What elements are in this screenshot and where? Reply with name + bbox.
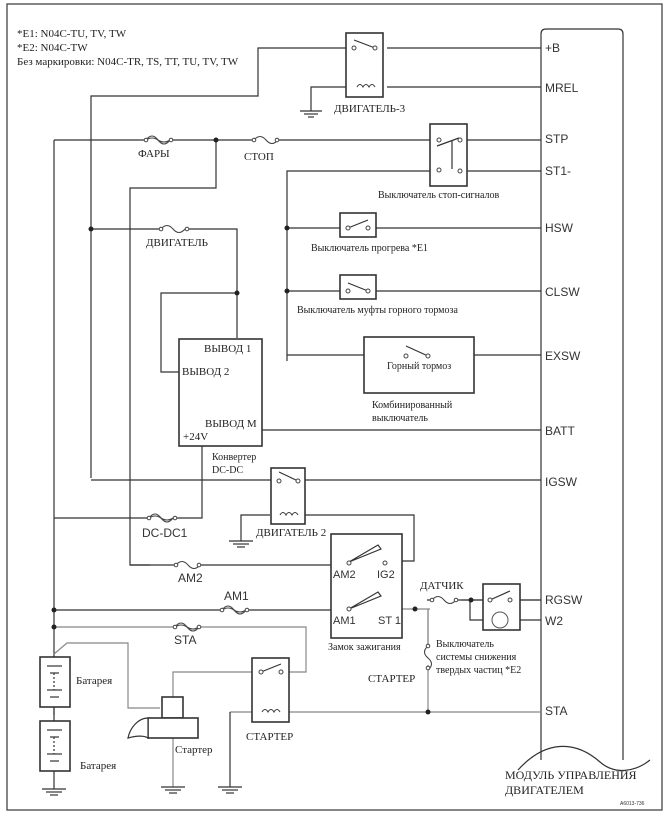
- pin-st1-minus: ST1-: [545, 164, 571, 178]
- fuse-am1: AM1: [219, 589, 250, 615]
- fuse-engine-label: ДВИГАТЕЛЬ: [146, 237, 208, 249]
- dc-dc-converter: ВЫВОД 1 ВЫВОД 2 ВЫВОД М +24V Конвертер D…: [178, 338, 263, 476]
- battery-1-label: Батарея: [76, 675, 112, 687]
- starter-motor: Стартер: [127, 696, 213, 756]
- wire-sta-fuse: [54, 626, 307, 673]
- pin-batt: BATT: [545, 424, 575, 438]
- fuse-starter: СТАРТЕР: [368, 643, 433, 685]
- battery-2: Батарея: [39, 720, 116, 772]
- ground-icon: [300, 110, 322, 118]
- junction-dots: [51, 137, 474, 715]
- ecm-pins: +B MREL STP ST1- HSW CLSW EXSW BATT IGSW…: [545, 41, 583, 718]
- fuse-headlights: ФАРЫ: [138, 135, 174, 160]
- wire-engine2-coil: [240, 514, 415, 562]
- fuse-dc-dc1: DC-DC1: [142, 513, 188, 540]
- relay-coil-icon: [279, 511, 299, 517]
- wire-mrel: [310, 86, 541, 111]
- converter-label-2: DC-DC: [212, 465, 243, 476]
- relay-starter: СТАРТЕР: [246, 657, 293, 743]
- battery-1: Батарея: [39, 656, 112, 708]
- fuse-sensor-label: ДАТЧИК: [420, 580, 464, 592]
- fuse-sta: STA: [172, 622, 202, 647]
- combo-switch-label-1: Комбинированный: [372, 400, 453, 411]
- clutch-switch-label: Выключатель муфты горного тормоза: [297, 305, 458, 316]
- wire-plus-b: [90, 47, 541, 478]
- dpf-switch-label-2: системы снижения: [436, 652, 517, 663]
- figure-code: A6013-736: [620, 801, 645, 807]
- pin-exsw: EXSW: [545, 349, 581, 363]
- relay-engine-2: ДВИГАТЕЛЬ 2: [256, 467, 326, 539]
- relay-coil-icon: [356, 83, 376, 89]
- pin-hsw: HSW: [545, 221, 574, 235]
- fuse-starter-label: СТАРТЕР: [368, 673, 415, 685]
- relay-starter-label: СТАРТЕР: [246, 731, 293, 743]
- converter-out2: ВЫВОД 2: [182, 366, 229, 378]
- ground-icon: [42, 788, 66, 796]
- fuse-am1-label: AM1: [224, 589, 249, 603]
- dpf-switch: Выключатель системы снижения твердых час…: [436, 583, 521, 676]
- fuse-sensor: ДАТЧИК: [420, 580, 464, 605]
- ign-am2-label: AM2: [333, 569, 356, 581]
- dpf-switch-label-1: Выключатель: [436, 639, 494, 650]
- ground-icon: [229, 540, 253, 548]
- pin-w2: W2: [545, 614, 563, 628]
- fuse-am2-label: AM2: [178, 571, 203, 585]
- diagram-frame: [6, 3, 663, 811]
- ecm-label-line2: ДВИГАТЕЛЕМ: [505, 783, 584, 797]
- ground-icon: [161, 786, 185, 794]
- ign-st1-label: ST 1: [378, 615, 401, 627]
- ground-icon: [218, 786, 242, 794]
- fuse-sta-label: STA: [174, 633, 196, 647]
- converter-label-1: Конвертер: [212, 452, 256, 463]
- fuse-dc-dc1-label: DC-DC1: [142, 526, 188, 540]
- wire-starter-solenoid: [172, 671, 252, 697]
- stop-lamp-switch: Выключатель стоп-сигналов: [378, 123, 500, 201]
- note-e1: *E1: N04C-TU, TV, TW: [17, 28, 127, 40]
- starter-motor-label: Стартер: [175, 744, 213, 756]
- wire-engine-fuse: [91, 228, 238, 338]
- pin-sta: STA: [545, 704, 567, 718]
- fuse-stop: СТОП: [244, 135, 280, 163]
- note-unmarked: Без маркировки: N04C-TR, TS, TT, TU, TV,…: [17, 56, 239, 68]
- pin-plus-b: +B: [545, 41, 560, 55]
- relay-engine-3-label: ДВИГАТЕЛЬ-3: [334, 103, 406, 115]
- converter-24v: +24V: [183, 431, 208, 443]
- pin-clsw: CLSW: [545, 285, 580, 299]
- converter-out1: ВЫВОД 1: [204, 343, 251, 355]
- ignition-switch-label: Замок зажигания: [328, 642, 401, 653]
- relay-engine-2-label: ДВИГАТЕЛЬ 2: [256, 527, 326, 539]
- wire-battery-starter: [53, 642, 160, 709]
- combo-switch-label-2: выключатель: [372, 413, 428, 424]
- converter-outm: ВЫВОД М: [205, 418, 257, 430]
- battery-2-label: Батарея: [80, 760, 116, 772]
- stop-lamp-switch-label: Выключатель стоп-сигналов: [378, 190, 500, 201]
- ecm-label-line1: МОДУЛЬ УПРАВЛЕНИЯ: [505, 768, 637, 782]
- pin-rgsw: RGSW: [545, 593, 583, 607]
- wire-dcdc1: [54, 446, 203, 519]
- pin-igsw: IGSW: [545, 475, 578, 489]
- wire-converter-out2: [160, 292, 237, 373]
- ign-ig2-label: IG2: [377, 569, 395, 581]
- fuse-am2: AM2: [173, 560, 203, 585]
- warmup-switch: Выключатель прогрева *E1: [311, 212, 428, 254]
- exhaust-brake-label: Горный тормоз: [387, 361, 451, 372]
- dpf-switch-label-3: твердых частиц *E2: [436, 665, 521, 676]
- pin-mrel: MREL: [545, 81, 579, 95]
- ign-am1-label: AM1: [333, 615, 356, 627]
- lamp-icon: [491, 611, 509, 629]
- combination-switch: Горный тормоз Комбинированный выключател…: [363, 336, 475, 424]
- relay-coil-icon: [261, 708, 281, 714]
- ecm-block: МОДУЛЬ УПРАВЛЕНИЯ ДВИГАТЕЛЕМ A6013-736: [505, 28, 651, 807]
- note-e2: *E2: N04C-TW: [17, 42, 88, 54]
- fuse-headlights-label: ФАРЫ: [138, 148, 170, 160]
- pin-stp: STP: [545, 132, 568, 146]
- relay-engine-3: ДВИГАТЕЛЬ-3: [334, 32, 406, 115]
- clutch-switch: Выключатель муфты горного тормоза: [297, 274, 458, 316]
- fuse-stop-label: СТОП: [244, 151, 274, 163]
- fuse-engine: ДВИГАТЕЛЬ: [146, 224, 208, 249]
- warmup-switch-label: Выключатель прогрева *E1: [311, 243, 428, 254]
- ignition-switch: AM2 IG2 AM1 ST 1 Замок зажигания: [328, 533, 403, 653]
- wire-st1: [286, 170, 541, 361]
